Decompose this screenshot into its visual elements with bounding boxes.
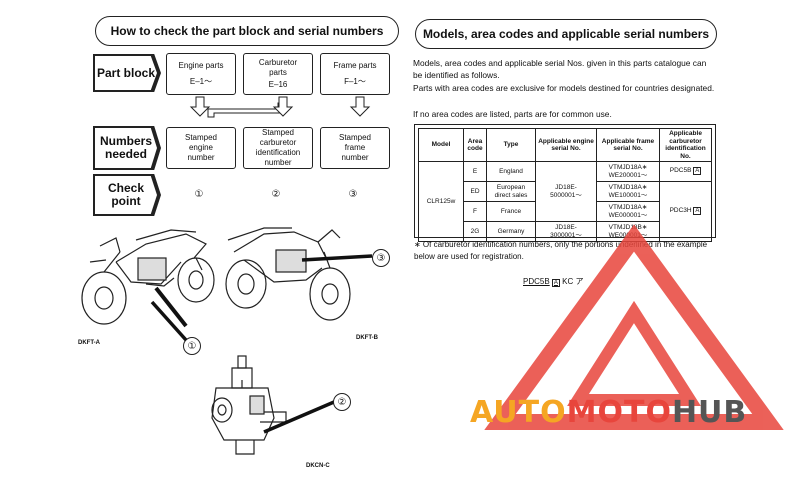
stamped-engine-box: Stamped engine number xyxy=(166,127,236,169)
cell-area-f: F xyxy=(463,201,487,222)
cell-type-england: England xyxy=(486,161,536,182)
example-code-tail: KC ア xyxy=(562,277,584,286)
stamped-frame-box: Stamped frame number xyxy=(320,127,390,169)
stamped-carb-box: Stamped carburetor identification number xyxy=(243,127,313,169)
caption-carburetor: DKCN-C xyxy=(306,463,330,469)
cell-frame-ed: VTMJD18A∗ WE100001〜 xyxy=(596,181,660,202)
carburetor-parts-name: Carburetor parts xyxy=(258,58,298,77)
header-frame-serial: Applicable frame serial No. xyxy=(596,128,660,162)
engine-parts-name: Engine parts xyxy=(178,61,224,70)
carburetor-illustration xyxy=(211,355,287,455)
arrow-engine-down xyxy=(189,96,211,117)
motorcycle-right-illustration xyxy=(225,227,351,321)
cell-frame-f: VTMJD18A∗ WE000001〜 xyxy=(596,201,660,222)
header-model: Model xyxy=(418,128,464,162)
callout-1: ① xyxy=(183,337,201,355)
cell-carb-b: PDC3H A xyxy=(659,181,712,242)
header-engine-serial: Applicable engine serial No. xyxy=(535,128,597,162)
check-point-1: ① xyxy=(191,186,207,202)
frame-f-line2: WE000001〜 xyxy=(608,211,648,219)
header-type: Type xyxy=(486,128,536,162)
motorcycle-left-illustration xyxy=(81,229,215,328)
stamped-carb-text: Stamped carburetor identification number xyxy=(255,128,301,167)
carb-e-mark: A xyxy=(693,167,702,176)
check-point-3: ③ xyxy=(345,186,361,202)
flow-arrows xyxy=(189,96,371,118)
cell-engine-serial-a: JD18E- 5000001〜 xyxy=(535,161,597,222)
carb-e-code: PDC5B xyxy=(669,167,692,175)
cell-area-ed: ED xyxy=(463,181,487,202)
left-page-title: How to check the part block and serial n… xyxy=(95,16,399,46)
frame-2g-line1: VTMJD18B∗ xyxy=(608,224,648,231)
part-block-tag: Part block xyxy=(93,54,161,92)
cell-frame-e: VTMJD18A∗ WE200001〜 xyxy=(596,161,660,182)
engine-serial-a-line2: 5000001〜 xyxy=(550,191,582,199)
cell-area-e: E xyxy=(463,161,487,182)
caption-right-bike: DKFT-B xyxy=(356,335,378,341)
spec-table: Model Area code Type Applicable engine s… xyxy=(418,128,712,242)
frame-parts-code: F–1〜 xyxy=(344,77,366,86)
frame-e-line1: VTMJD18A∗ xyxy=(608,164,648,171)
engine-serial-a-line1: JD18E- xyxy=(555,184,577,191)
frame-parts-box: Frame parts F–1〜 xyxy=(320,53,390,95)
arrow-carb-down xyxy=(272,96,294,117)
frame-e-line2: WE200001〜 xyxy=(608,171,648,179)
numbers-needed-tag: Numbers needed xyxy=(93,126,161,170)
watermark-hub: HUB xyxy=(671,395,748,430)
intro-paragraph-1: Models, area codes and applicable serial… xyxy=(413,58,707,80)
carb-b-mark: A xyxy=(693,207,702,216)
cell-type-france: France xyxy=(486,201,536,222)
part-block-label: Part block xyxy=(95,56,157,90)
callout-3: ③ xyxy=(372,249,390,267)
check-point-tag: Check point xyxy=(93,174,161,216)
frame-f-line1: VTMJD18A∗ xyxy=(608,204,648,211)
frame-parts-name: Frame parts xyxy=(333,61,377,70)
frame-ed-line1: VTMJD18A∗ xyxy=(608,184,648,191)
cell-engine-serial-b: JD18E- 3000001〜 xyxy=(535,221,597,242)
carburetor-parts-code: E–16 xyxy=(268,80,288,89)
carburetor-parts-box: Carburetor parts E–16 xyxy=(243,53,313,95)
check-point-2: ② xyxy=(268,186,284,202)
stamped-engine-text: Stamped engine number xyxy=(184,133,218,162)
watermark-wordmark: AUTOMOTOHUB xyxy=(470,395,747,430)
watermark-moto: MOTO xyxy=(566,395,672,430)
engine-serial-b-line1: JD18E- xyxy=(555,224,577,231)
registration-note: ∗ Of carburetor identification numbers, … xyxy=(414,240,708,261)
check-point-label: Check point xyxy=(95,176,157,214)
engine-parts-box: Engine parts E–1〜 xyxy=(166,53,236,95)
engine-serial-b-line2: 3000001〜 xyxy=(550,231,582,239)
cell-type-european: European direct sales xyxy=(486,181,536,202)
right-page-title: Models, area codes and applicable serial… xyxy=(415,19,717,49)
stamped-frame-text: Stamped frame number xyxy=(338,133,372,162)
example-code: PDC5B A KC ア xyxy=(523,276,584,287)
callout-2: ② xyxy=(333,393,351,411)
carb-b-code: PDC3H xyxy=(669,207,692,215)
intro-paragraph-3: If no area codes are listed, parts are f… xyxy=(413,109,612,119)
intro-paragraph-2: Parts with area codes are exclusive for … xyxy=(413,83,715,93)
header-carb-id: Applicable carburetor identification No. xyxy=(659,128,712,162)
spec-table-frame: Model Area code Type Applicable engine s… xyxy=(414,124,716,242)
frame-ed-line2: WE100001〜 xyxy=(608,191,648,199)
engine-parts-code: E–1〜 xyxy=(189,77,213,86)
caption-left-bike: DKFT-A xyxy=(78,340,100,346)
cell-carb-e: PDC5B A xyxy=(659,161,712,182)
callout-2-line xyxy=(263,400,335,434)
header-area-code: Area code xyxy=(463,128,487,162)
cell-area-2g: 2G xyxy=(463,221,487,242)
example-code-mark: A xyxy=(551,279,560,287)
callout-1-line xyxy=(150,300,188,342)
watermark-triangle-logo xyxy=(484,224,784,430)
numbers-needed-label: Numbers needed xyxy=(95,128,157,168)
arrow-frame-down xyxy=(349,96,371,117)
callout-3-line xyxy=(301,254,373,262)
watermark-auto: AUTO xyxy=(470,395,567,430)
arrow-carb-to-engine xyxy=(207,102,285,118)
cell-model: CLR125w xyxy=(418,161,464,242)
example-code-text: PDC5B xyxy=(523,277,550,286)
